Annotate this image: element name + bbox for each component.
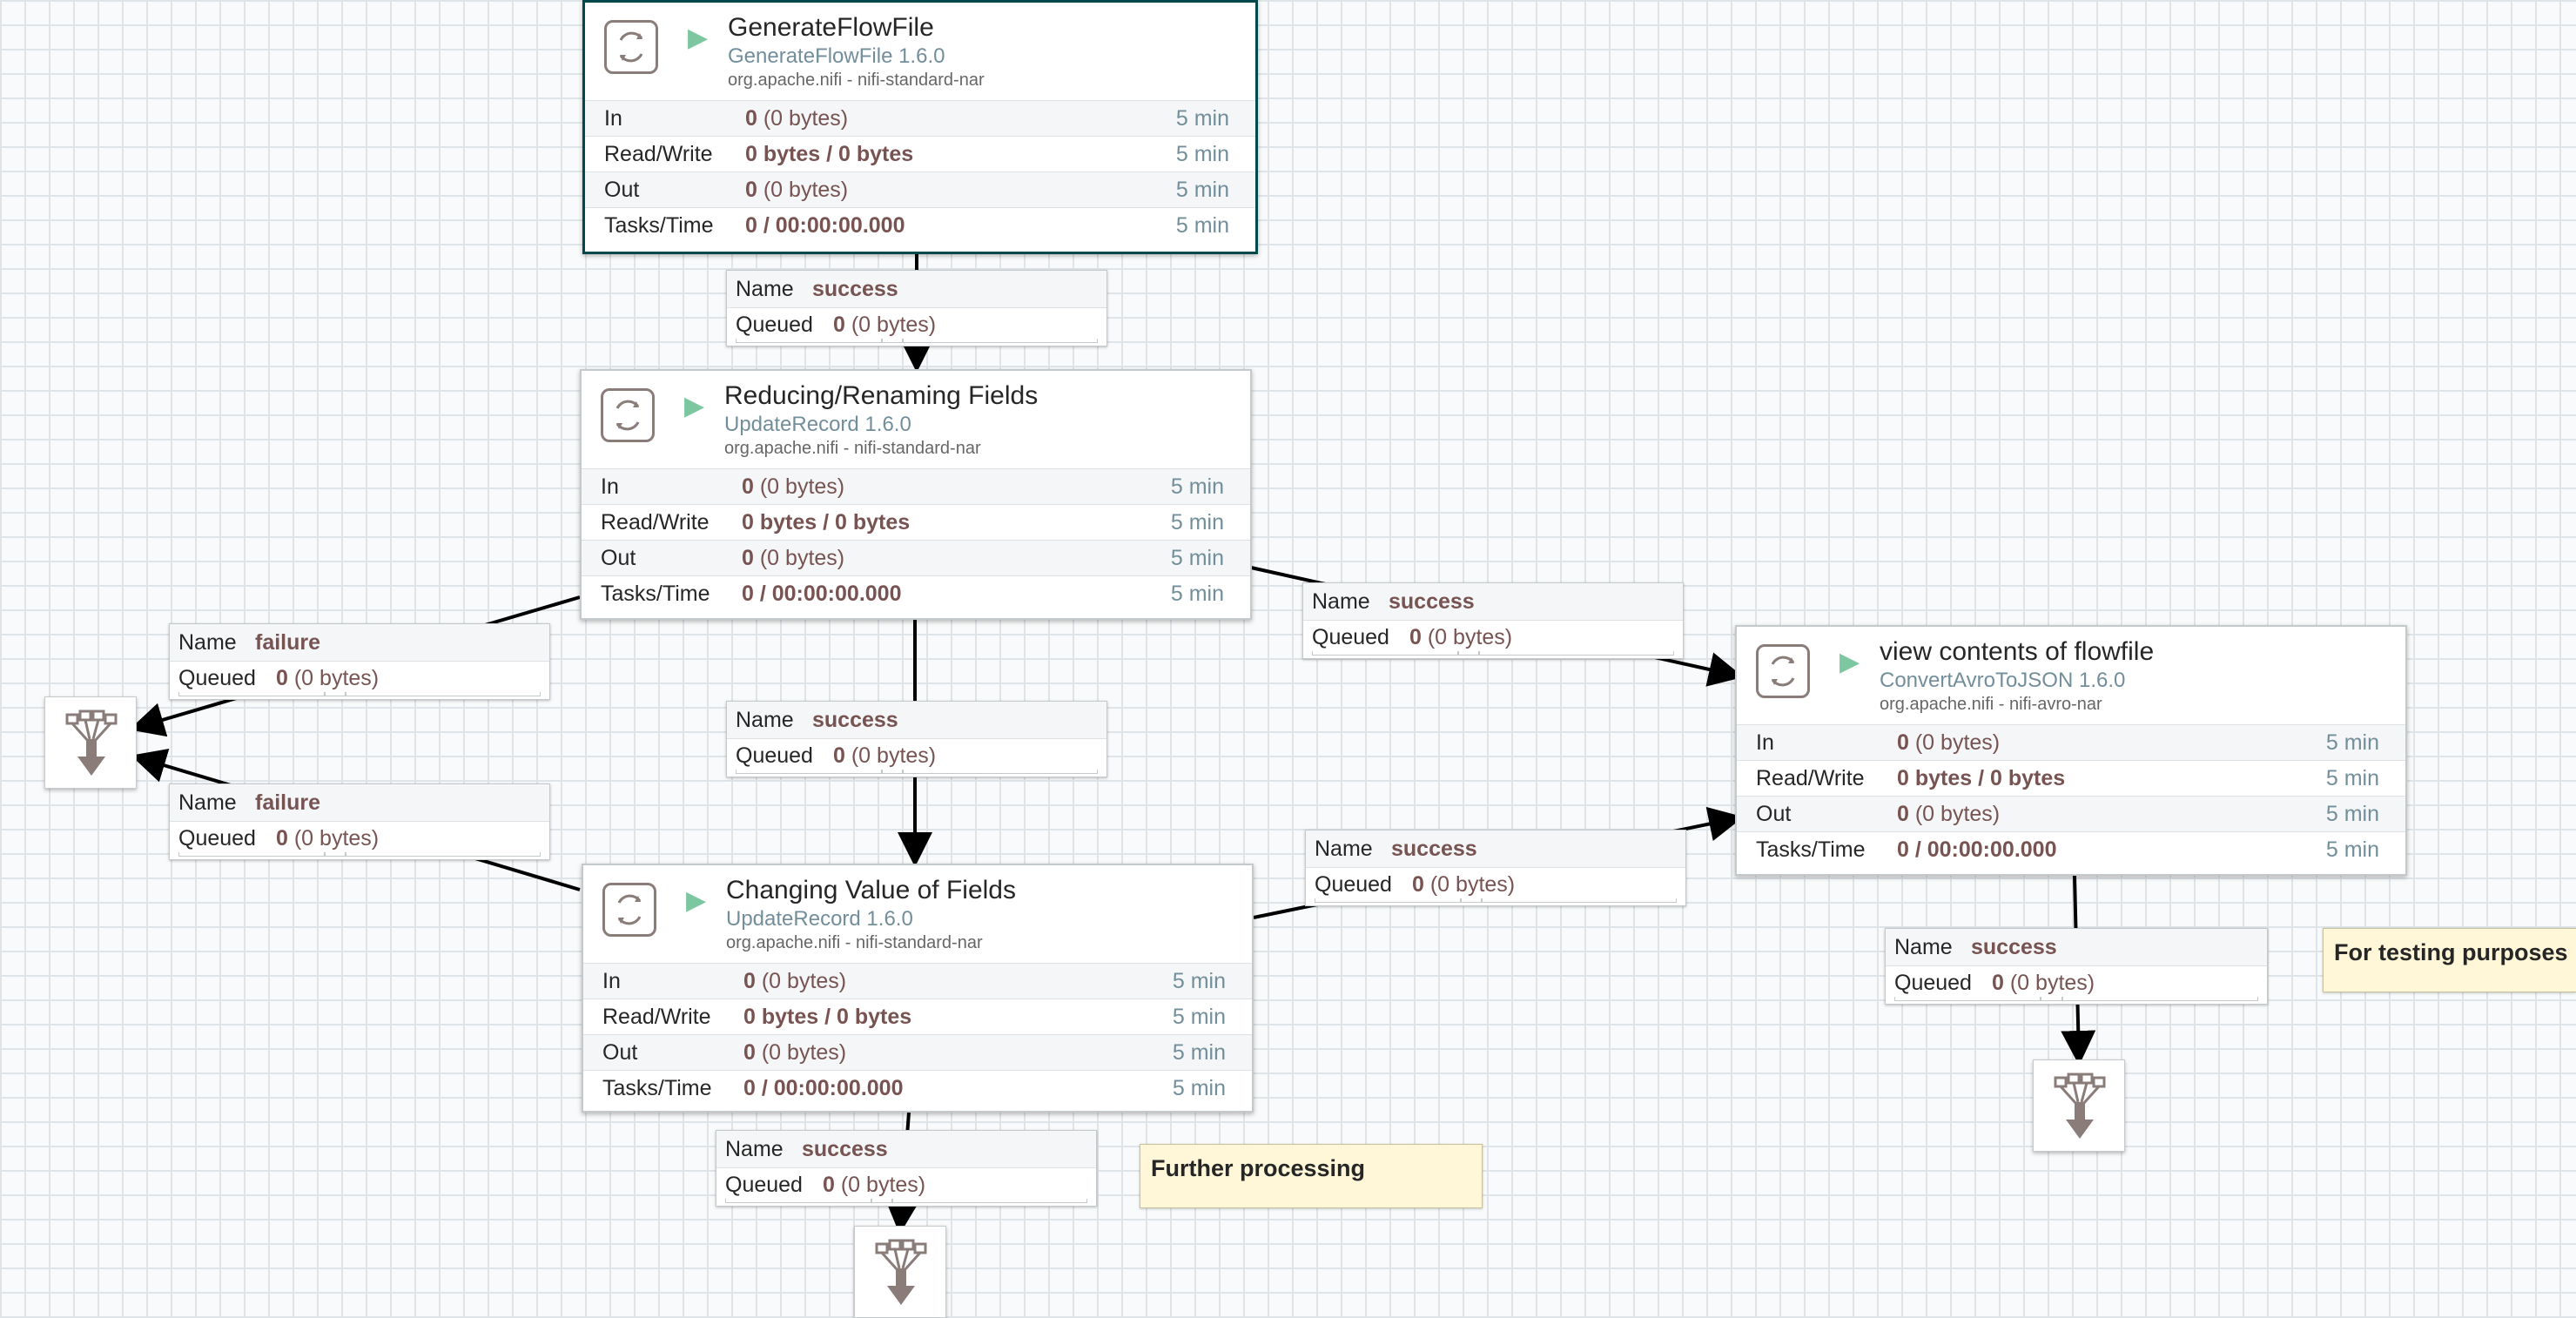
funnel-icon [875,1239,927,1305]
processor-icon [604,20,658,74]
processor-type: UpdateRecord 1.6.0 [724,413,911,436]
processor-name: Reducing/Renaming Fields [724,381,1039,410]
label-note[interactable]: For testing purposes [2323,928,2576,992]
processor-icon [1756,644,1810,698]
processor-header: ▶ view contents of flowfile ConvertAvroT… [1737,627,2405,721]
label-note[interactable]: Further processing [1140,1144,1483,1208]
queue-bar [725,1199,1087,1203]
funnel[interactable] [2033,1059,2125,1152]
queue-bar [178,692,541,696]
processor-type: GenerateFlowFile 1.6.0 [728,44,945,68]
processor-view-contents-of-flowfile[interactable]: ▶ view contents of flowfile ConvertAvroT… [1735,625,2407,876]
funnel-icon [2054,1073,2106,1139]
play-icon: ▶ [1840,648,1860,676]
queue-bar [1894,997,2258,1001]
funnel[interactable] [854,1226,946,1318]
processor-reducing-renaming-fields[interactable]: ▶ Reducing/Renaming Fields UpdateRecord … [580,369,1252,620]
processor-icon [602,883,656,937]
processor-header: ▶ Reducing/Renaming Fields UpdateRecord … [582,371,1250,465]
funnel[interactable] [44,696,137,789]
processor-name: view contents of flowfile [1880,637,2155,666]
processor-bundle: org.apache.nifi - nifi-avro-nar [1880,695,2102,714]
processor-generateflowfile[interactable]: ▶ GenerateFlowFile GenerateFlowFile 1.6.… [582,0,1258,254]
processor-type: UpdateRecord 1.6.0 [726,907,913,931]
queue-bar [1312,651,1674,656]
processor-header: ▶ GenerateFlowFile GenerateFlowFile 1.6.… [585,3,1255,97]
play-icon: ▶ [686,886,707,915]
play-icon: ▶ [684,392,705,420]
processor-icon [601,388,655,442]
processor-name: Changing Value of Fields [726,876,1016,904]
processor-name: GenerateFlowFile [728,13,934,42]
processor-bundle: org.apache.nifi - nifi-standard-nar [724,439,981,458]
queue-bar [736,339,1098,343]
queue-bar [1315,898,1677,903]
processor-bundle: org.apache.nifi - nifi-standard-nar [728,71,985,90]
play-icon: ▶ [688,24,709,52]
funnel-icon [65,709,118,776]
processor-bundle: org.apache.nifi - nifi-standard-nar [726,933,983,952]
processor-header: ▶ Changing Value of Fields UpdateRecord … [583,865,1252,959]
processor-type: ConvertAvroToJSON 1.6.0 [1880,669,2126,692]
processor-changing-value-of-fields[interactable]: ▶ Changing Value of Fields UpdateRecord … [582,864,1254,1113]
queue-bar [736,770,1098,774]
queue-bar [178,852,541,857]
